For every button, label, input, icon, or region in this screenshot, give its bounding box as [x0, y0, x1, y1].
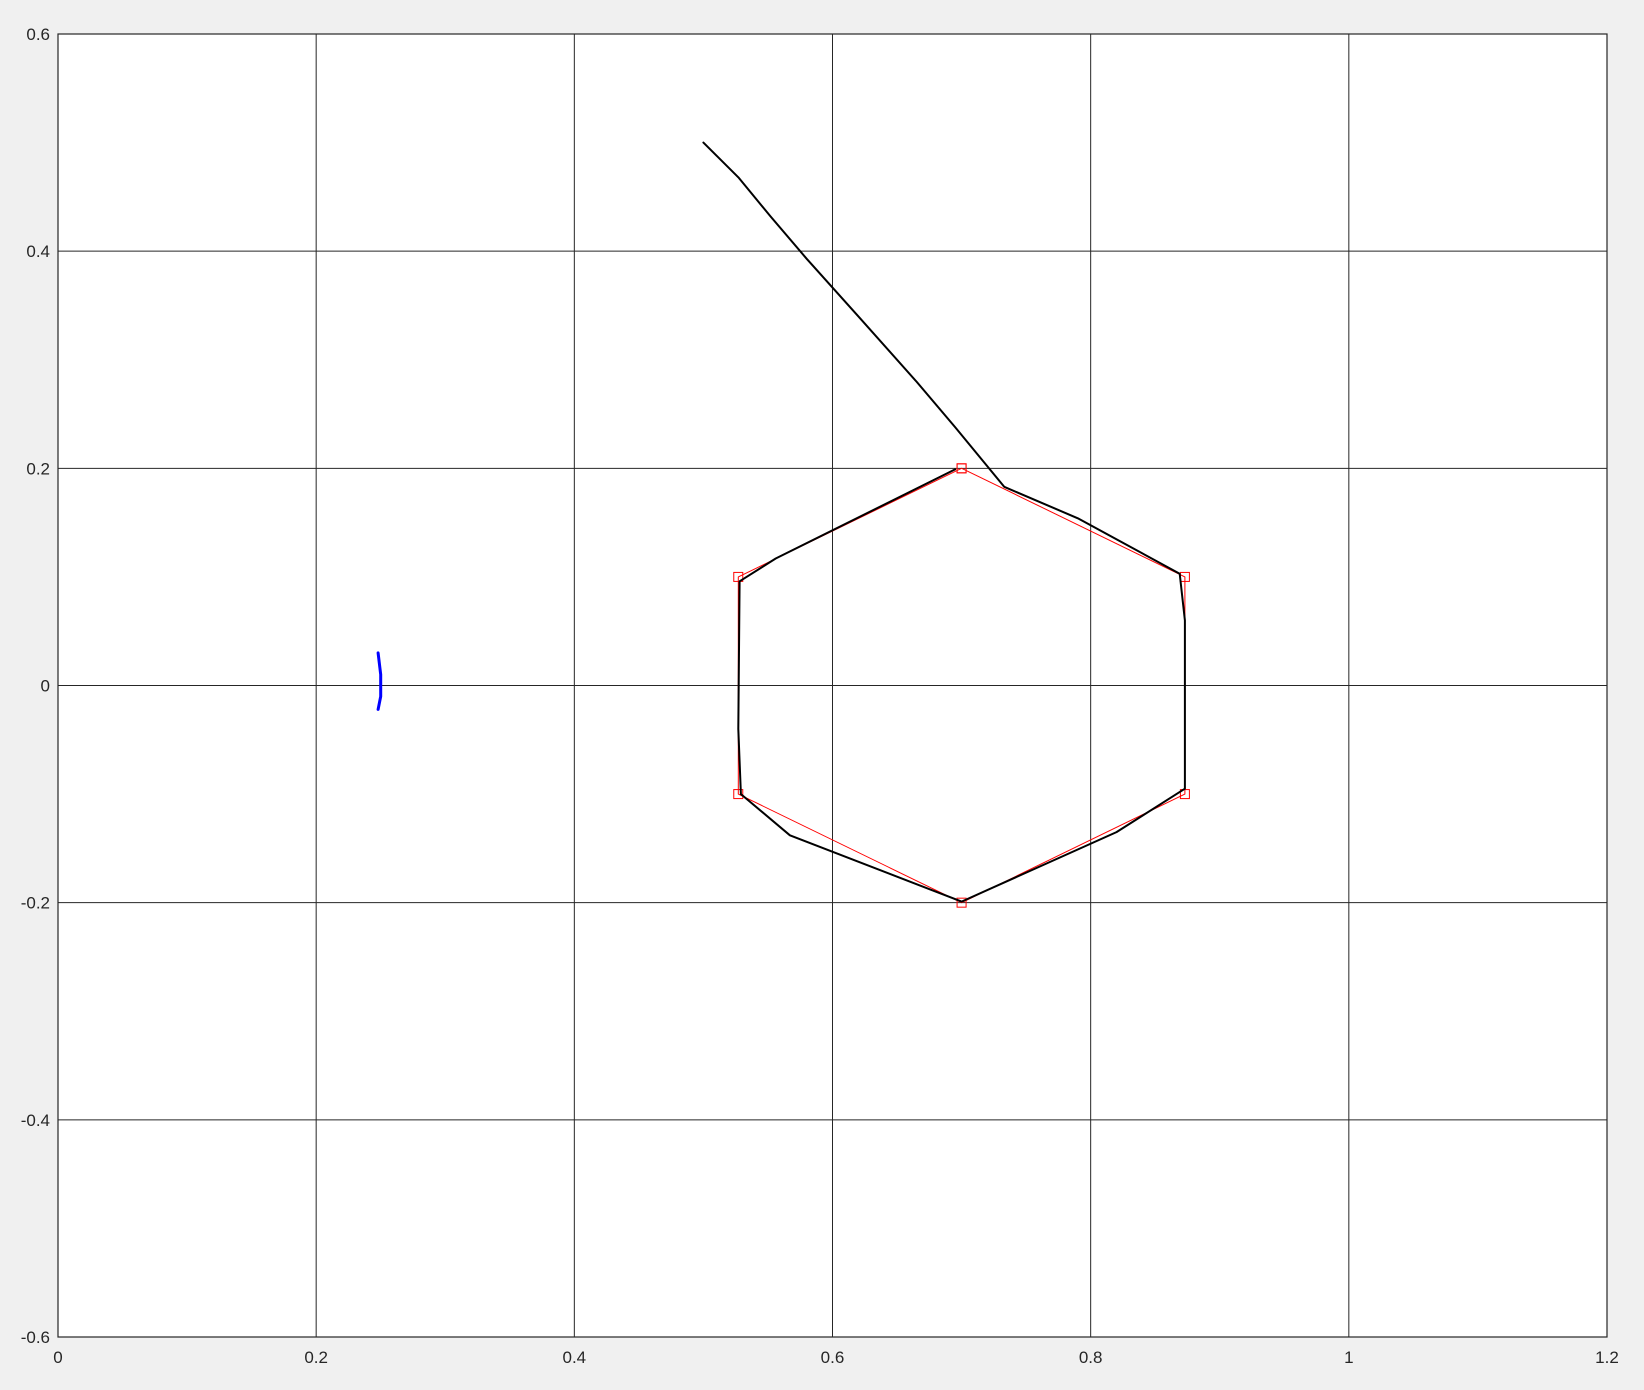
x-tick-label: 1	[1344, 1348, 1353, 1367]
square-marker	[956, 897, 967, 908]
x-tick-label: 0	[53, 1348, 62, 1367]
x-tick-label: 0.8	[1079, 1348, 1103, 1367]
blue-arc-line	[376, 651, 383, 711]
y-tick-label: 0.4	[26, 242, 50, 261]
x-tick-label: 0.6	[821, 1348, 845, 1367]
square-marker	[956, 463, 967, 474]
y-tick-label: -0.6	[21, 1328, 50, 1347]
square-marker	[733, 789, 744, 800]
y-tick-label: 0	[41, 677, 50, 696]
axes-box	[57, 33, 1608, 1338]
trajectory-line	[702, 141, 1186, 903]
y-tick-label: -0.4	[21, 1111, 50, 1130]
x-tick-label: 1.2	[1595, 1348, 1619, 1367]
series-layer	[376, 141, 1190, 908]
square-marker	[733, 571, 744, 582]
reference-hexagon-line	[737, 467, 1186, 904]
y-tick-label: 0.2	[26, 459, 50, 478]
x-tick-label: 0.4	[563, 1348, 587, 1367]
tick-labels: 0 0.2 0.4 0.6 0.8 1 1.2 -0.6 -0.4 -0.2 0 0.2 0.4 0.6	[21, 25, 1619, 1367]
y-tick-label: -0.2	[21, 894, 50, 913]
y-tick-label: 0.6	[26, 25, 50, 44]
x-tick-label: 0.2	[304, 1348, 328, 1367]
